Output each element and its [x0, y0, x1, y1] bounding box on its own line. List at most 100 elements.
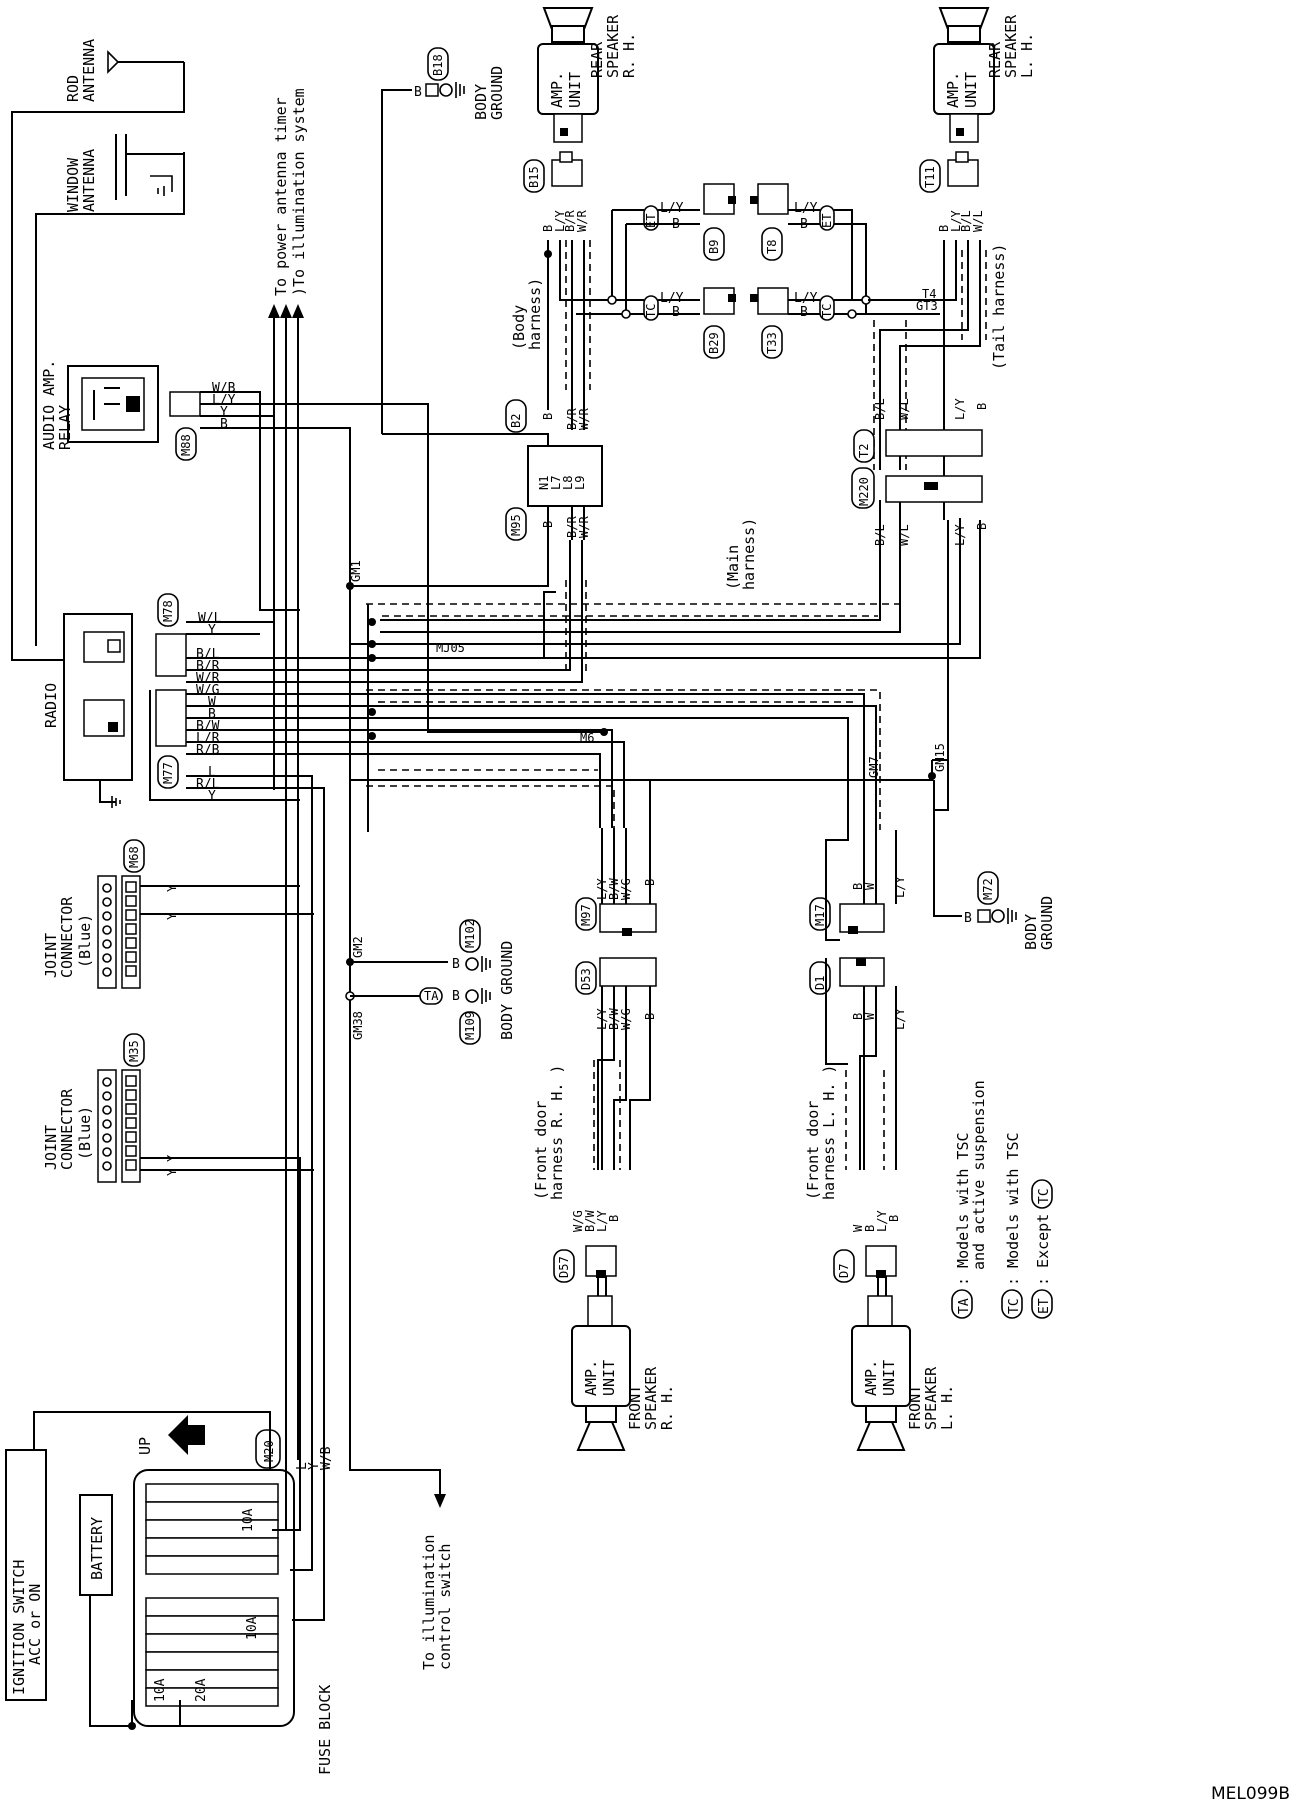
joint-pins [102, 1075, 137, 1171]
svg-text:IGNITION SWITCH: IGNITION SWITCH [10, 1560, 28, 1695]
svg-text:M6: M6 [580, 731, 594, 745]
connector-d57: D57 [553, 1245, 617, 1283]
svg-text:W/B: W/B [319, 1446, 334, 1470]
svg-text:GM15: GM15 [933, 743, 947, 772]
svg-text:UNIT: UNIT [566, 72, 584, 108]
svg-text:B29: B29 [707, 332, 721, 354]
svg-text:T11: T11 [923, 166, 937, 188]
svg-text:harness): harness) [740, 518, 758, 590]
connector-d53: D53 [575, 957, 657, 995]
connector-b15: B15 [523, 151, 583, 193]
svg-text:UNIT: UNIT [962, 72, 980, 108]
svg-text:M72: M72 [981, 878, 995, 900]
svg-text:RADIO: RADIO [42, 683, 60, 728]
rear-speaker-rh: AMP. UNIT REAR SPEAKER R. H. [537, 7, 638, 143]
svg-text:ACC or ON: ACC or ON [26, 1584, 44, 1665]
ignition-switch: IGNITION SWITCH ACC or ON [5, 1449, 47, 1701]
svg-text:L: L [208, 765, 216, 780]
svg-text:B: B [452, 989, 460, 1004]
svg-text:L/Y: L/Y [553, 210, 567, 232]
connector-d1: D1 [809, 957, 885, 995]
fuse-label-2: 10A [153, 1678, 168, 1702]
svg-text:T2: T2 [857, 444, 871, 458]
rear-speaker-lh: AMP. UNIT REAR SPEAKER L. H. [933, 7, 1036, 143]
svg-text:L: L [295, 1462, 310, 1470]
svg-text:REAR: REAR [588, 41, 606, 78]
svg-text:GROUND: GROUND [488, 66, 506, 120]
svg-text:UNIT: UNIT [600, 1360, 618, 1396]
svg-text:TC: TC [820, 304, 834, 318]
svg-text:B: B [607, 1215, 621, 1222]
svg-text:(Blue): (Blue) [76, 1106, 94, 1160]
svg-text:W: W [208, 695, 216, 710]
connector-m97: M97 [575, 897, 657, 936]
svg-text:UNIT: UNIT [880, 1360, 898, 1396]
fuse-label-3: 20A [194, 1678, 209, 1702]
diagram-code: MEL099B [1211, 1784, 1290, 1804]
svg-text:BODY: BODY [472, 84, 490, 120]
svg-text:B: B [672, 305, 680, 320]
svg-text:UP: UP [136, 1437, 154, 1455]
connector-m77: M77 [155, 689, 187, 789]
svg-text:FRONT: FRONT [906, 1385, 924, 1430]
svg-text:W: W [851, 1224, 865, 1232]
svg-text:M68: M68 [127, 846, 141, 868]
svg-text:SPEAKER: SPEAKER [642, 1366, 660, 1430]
connector-m220: M220 [851, 467, 983, 509]
svg-text:To illumination: To illumination [420, 1535, 438, 1670]
svg-text:B/R: B/R [563, 210, 577, 232]
connector-m20: M20 [255, 1429, 281, 1469]
svg-text:harness L. H. ): harness L. H. ) [820, 1065, 838, 1200]
radio: RADIO [42, 613, 133, 808]
svg-text:(Blue): (Blue) [76, 914, 94, 968]
svg-text:T8: T8 [765, 240, 779, 254]
svg-text:W/L: W/L [897, 398, 911, 420]
svg-text:M102: M102 [463, 919, 477, 948]
svg-text:B: B [414, 85, 422, 100]
svg-text:Y: Y [165, 884, 179, 892]
up-arrow-icon [168, 1415, 205, 1455]
et-tc-markers: ET TC ET TC [643, 205, 835, 321]
svg-text:Y: Y [220, 405, 228, 420]
battery: BATTERY [79, 1494, 113, 1596]
svg-text:B: B [220, 417, 228, 432]
svg-text:(Main: (Main [724, 545, 742, 590]
svg-text:GM1: GM1 [349, 560, 363, 582]
svg-text:T4: T4 [922, 287, 936, 301]
svg-text:To power antenna timer: To power antenna timer [272, 97, 290, 296]
svg-text:AUDIO AMP.: AUDIO AMP. [40, 360, 58, 450]
legend-ta-text-2: and active suspension [970, 1080, 988, 1270]
svg-text:Y: Y [208, 789, 216, 804]
svg-text:R/B: R/B [196, 743, 220, 758]
svg-text:control switch: control switch [436, 1544, 454, 1670]
svg-text:B/L: B/L [959, 210, 973, 232]
connector-b2: N1 L7 L8 L9 B2 M95 [505, 399, 603, 541]
svg-text:harness R. H. ): harness R. H. ) [548, 1065, 566, 1200]
svg-text:W/R: W/R [577, 408, 591, 430]
svg-text:M77: M77 [161, 762, 175, 784]
svg-text:GM7: GM7 [867, 756, 881, 778]
legend-ta-text: : Models with TSC [954, 1132, 972, 1286]
svg-text:M17: M17 [813, 904, 827, 926]
legend-tc-badge: TC [1007, 1298, 1022, 1314]
rod-antenna-icon [107, 50, 184, 74]
svg-text:B: B [887, 1215, 901, 1222]
svg-text:(Body: (Body [510, 305, 528, 350]
window-antenna-icon [115, 134, 184, 200]
svg-text:M88: M88 [179, 434, 193, 456]
fuse-label-4: 10A [241, 1508, 256, 1532]
svg-text:M78: M78 [161, 600, 175, 622]
svg-text:FRONT: FRONT [626, 1385, 644, 1430]
fuse-block: 10A 10A 20A 10A FUSE BLOCK UP M20 [133, 1415, 334, 1775]
svg-text:B: B [964, 911, 972, 926]
svg-text:D57: D57 [557, 1256, 571, 1278]
svg-text:Y: Y [208, 623, 216, 638]
svg-text:W/L: W/L [971, 210, 985, 232]
body-ground-m102-m109: B B TA M102 M109 BODY GROUND [350, 919, 516, 1045]
fuse-block-label: FUSE BLOCK [316, 1685, 334, 1775]
svg-text:REAR: REAR [986, 41, 1004, 78]
svg-text:JOINT: JOINT [42, 1125, 60, 1170]
svg-text:TA: TA [424, 989, 439, 1003]
fuse-label-1: 10A [245, 1616, 260, 1640]
svg-text:M109: M109 [463, 1011, 477, 1040]
